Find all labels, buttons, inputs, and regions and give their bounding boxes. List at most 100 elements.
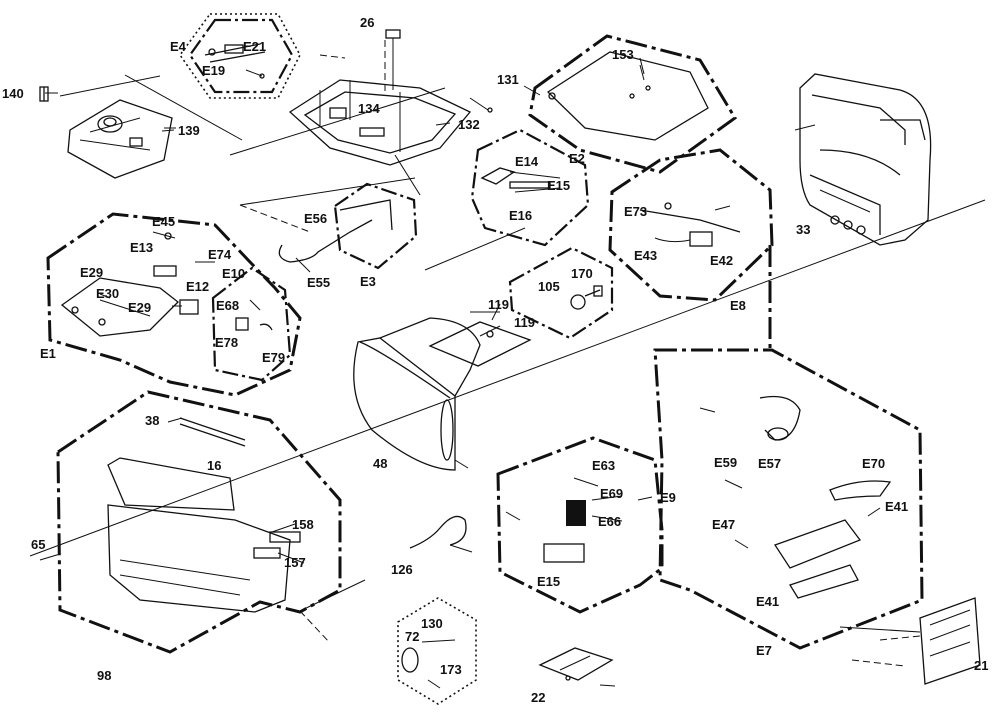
part-134-chassis: [288, 54, 493, 166]
label-e30: E30: [96, 286, 119, 301]
part-126-cord: [409, 515, 473, 553]
part-26-bracket: [384, 29, 401, 95]
group-e1-outline: [46, 212, 302, 397]
label-e74: E74: [208, 247, 232, 262]
label-105: 105: [538, 279, 560, 294]
label-26: 26: [360, 15, 374, 30]
label-e2: E2: [569, 151, 585, 166]
part-98-cabinet: [39, 417, 301, 613]
label-e21: E21: [243, 39, 266, 54]
part-e7-internals: [699, 395, 892, 599]
label-170: 170: [571, 266, 593, 281]
label-38: 38: [145, 413, 159, 428]
label-e59: E59: [714, 455, 737, 470]
label-e15-bottom: E15: [537, 574, 560, 589]
group-130-outline: [397, 597, 477, 705]
label-e43: E43: [634, 248, 657, 263]
label-e66: E66: [598, 514, 621, 529]
part-e9-internals: [505, 477, 599, 563]
label-132: 132: [458, 117, 480, 132]
part-e8-internals: [639, 202, 741, 247]
leader-lines: [45, 57, 921, 633]
label-65: 65: [31, 537, 45, 552]
part-130-speaker: [401, 639, 456, 689]
group-e8-outline: [608, 148, 774, 302]
label-e73: E73: [624, 204, 647, 219]
label-e41-bottom: E41: [756, 594, 779, 609]
label-139: 139: [178, 123, 200, 138]
reference-labels: 140 139 E4 E21 E19 26 134 132 131 153 E2…: [2, 15, 988, 705]
label-e41-right: E41: [885, 499, 908, 514]
group-98-outline: [56, 390, 342, 654]
label-e16: E16: [509, 208, 532, 223]
label-e63: E63: [592, 458, 615, 473]
label-48: 48: [373, 456, 387, 471]
label-134: 134: [358, 101, 380, 116]
label-e57: E57: [758, 456, 781, 471]
label-e29-top: E29: [80, 265, 103, 280]
group-105-outline: [508, 246, 614, 340]
part-48-crt: [353, 317, 481, 471]
label-e19: E19: [202, 63, 225, 78]
label-e69: E69: [600, 486, 623, 501]
label-119-top: 119: [488, 297, 509, 312]
label-e8: E8: [730, 298, 746, 313]
part-22-bracket: [538, 647, 616, 687]
label-e12: E12: [186, 279, 209, 294]
label-e56: E56: [304, 211, 327, 226]
label-131: 131: [497, 72, 519, 87]
label-153: 153: [612, 47, 634, 62]
label-21: 21: [974, 658, 988, 673]
label-33: 33: [796, 222, 810, 237]
label-e10: E10: [222, 266, 245, 281]
label-e42: E42: [710, 253, 733, 268]
label-e15-top: E15: [547, 178, 570, 193]
label-e4: E4: [170, 39, 187, 54]
label-16: 16: [207, 458, 221, 473]
group-e3-outline: [333, 182, 418, 270]
part-21-terminal: [851, 597, 981, 685]
label-130: 130: [421, 616, 443, 631]
part-e16-internals: [480, 167, 561, 193]
label-e1: E1: [40, 346, 56, 361]
label-e9: E9: [660, 490, 676, 505]
label-e55: E55: [307, 275, 330, 290]
part-139-board: [67, 99, 176, 179]
label-e7: E7: [756, 643, 772, 658]
label-98: 98: [97, 668, 111, 683]
part-119-bracket: [428, 311, 532, 367]
label-e68: E68: [216, 298, 239, 313]
label-e3: E3: [360, 274, 376, 289]
part-105-internals: [570, 285, 603, 310]
part-e68-internals: [235, 299, 273, 331]
part-33-housing: [794, 73, 932, 246]
part-e4-internals: [204, 43, 266, 79]
group-e16-outline: [470, 128, 590, 247]
label-126: 126: [391, 562, 413, 577]
label-22: 22: [531, 690, 545, 705]
label-e78: E78: [215, 335, 238, 350]
part-e56-cable: [239, 199, 393, 263]
label-e47: E47: [712, 517, 735, 532]
label-e70: E70: [862, 456, 885, 471]
label-157: 157: [284, 555, 306, 570]
label-173: 173: [440, 662, 462, 677]
label-72: 72: [405, 629, 419, 644]
group-153-outline: [528, 34, 737, 174]
label-e14: E14: [515, 154, 539, 169]
label-e13: E13: [130, 240, 153, 255]
assembly-axis-lines: [29, 74, 986, 644]
part-e1-internals: [60, 231, 215, 337]
part-sketches: [39, 29, 981, 689]
label-158: 158: [292, 517, 314, 532]
group-e9-outline: [496, 436, 664, 614]
part-140: [39, 86, 49, 102]
label-e45: E45: [152, 214, 175, 229]
group-e4-inner: [188, 18, 294, 94]
group-e7-outline: [653, 348, 924, 650]
group-e68-outline: [211, 266, 292, 382]
part-153-plate: [546, 51, 709, 141]
group-outlines: [46, 13, 924, 705]
label-e29-bottom: E29: [128, 300, 151, 315]
